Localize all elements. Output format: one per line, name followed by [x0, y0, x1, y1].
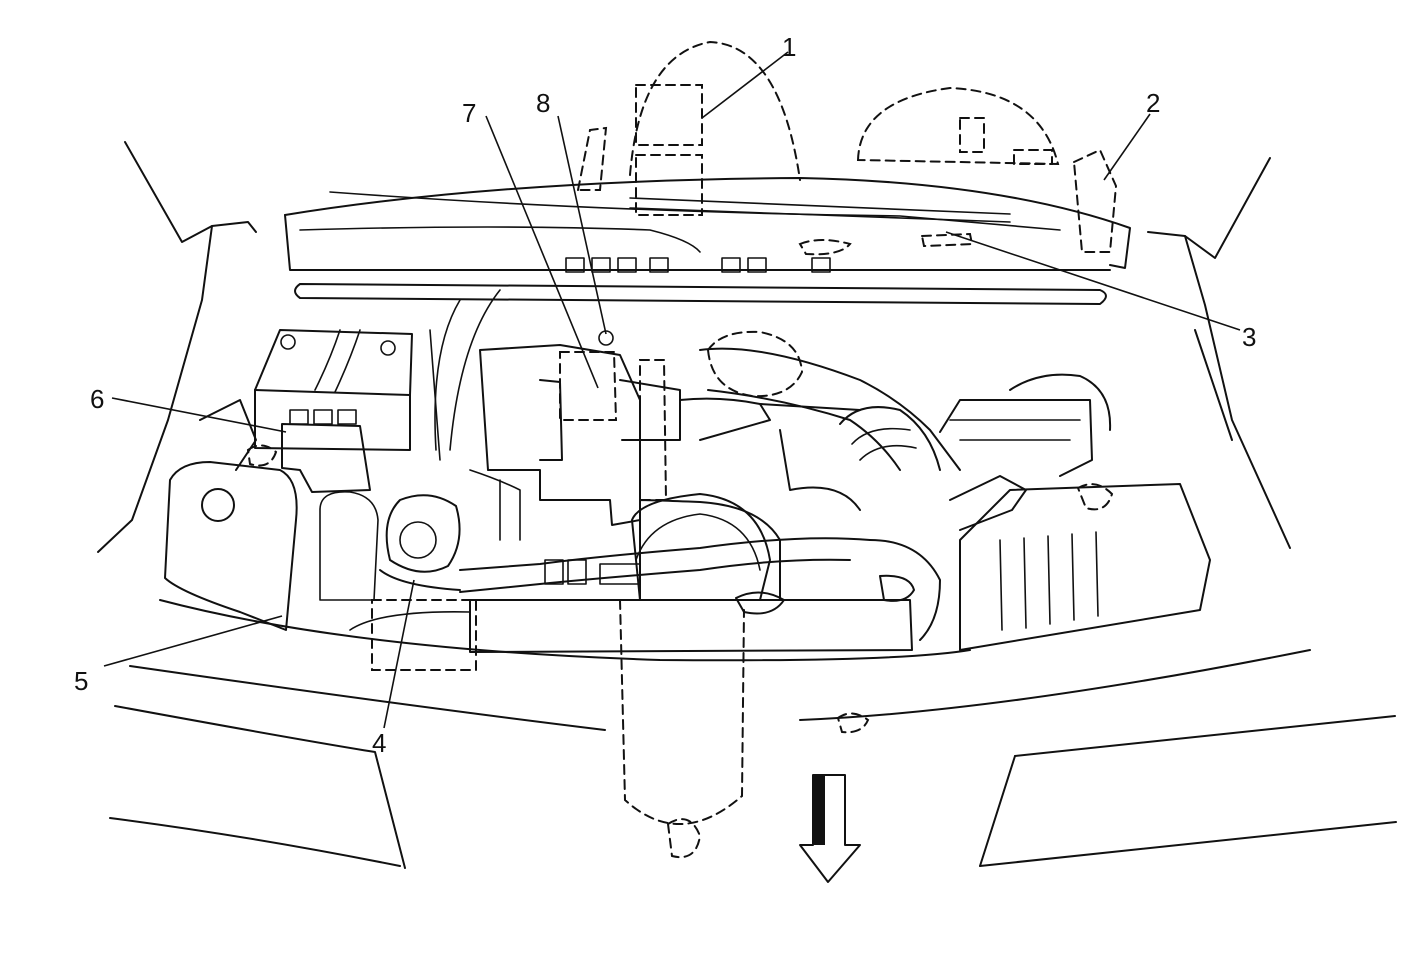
callout-leaders — [103, 51, 1241, 729]
down-arrow-icon — [799, 774, 861, 883]
reservoir-tank — [164, 399, 379, 631]
callout-8: 8 — [536, 88, 550, 118]
callout-labels: 1 2 3 4 5 6 7 8 — [74, 32, 1256, 758]
air-intake — [699, 347, 1211, 651]
cowl-panel — [284, 177, 1131, 305]
hoses-radiator — [349, 289, 941, 653]
hidden-components — [246, 40, 1118, 858]
vehicle-body-outline — [97, 141, 1397, 869]
callout-2: 2 — [1146, 88, 1160, 118]
callout-6: 6 — [90, 384, 104, 414]
relay-box — [281, 409, 371, 493]
callout-5: 5 — [74, 666, 88, 696]
callout-4: 4 — [372, 728, 386, 758]
callout-3: 3 — [1242, 322, 1256, 352]
engine-block — [479, 344, 861, 601]
callout-1: 1 — [782, 32, 796, 62]
battery — [254, 329, 413, 451]
callout-7: 7 — [462, 98, 476, 128]
